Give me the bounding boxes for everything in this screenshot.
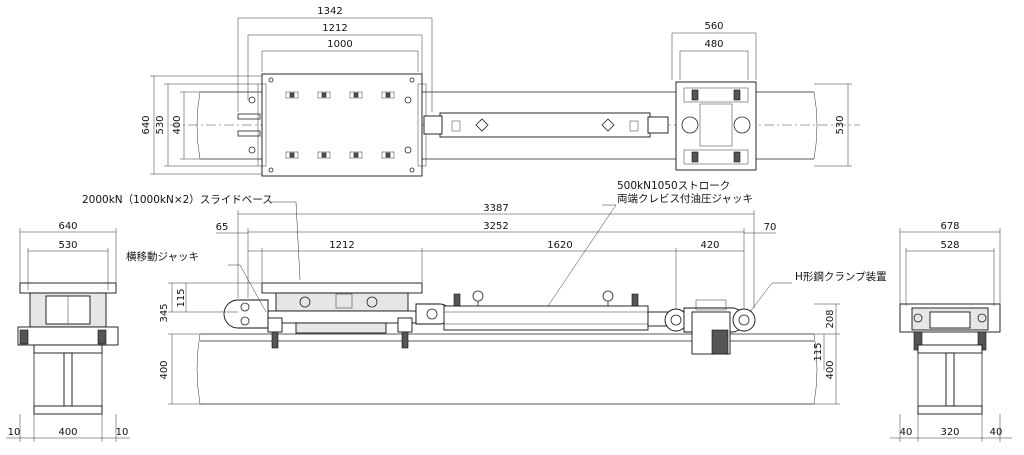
dim-1000: 1000 [327,39,352,50]
dim-65: 65 [216,222,229,233]
dim-left-640: 640 [58,221,77,232]
dim-side-1212: 1212 [329,240,354,251]
dim-208: 208 [825,309,836,328]
dim-left-10a: 10 [8,427,21,438]
dim-1212: 1212 [322,23,347,34]
dim-right-40a: 40 [900,427,913,438]
dim-left-530: 530 [58,240,77,251]
dim-left-10b: 10 [116,427,129,438]
dim-480: 480 [704,39,723,50]
label-jack-line2: 両端クレビス付油圧ジャッキ [617,192,753,205]
dim-right-40b: 40 [990,427,1003,438]
dim-1342: 1342 [317,6,342,17]
dim-3387: 3387 [483,203,508,214]
plan-clamp [675,81,757,171]
dim-345: 345 [159,303,170,322]
left-end-view: 640 530 10 400 10 [6,221,130,442]
dim-400: 400 [172,115,183,134]
dim-530: 530 [155,115,166,134]
elevation-view: 3387 3252 65 1212 1620 420 70 115 345 40… [82,180,887,405]
slide-base-top [261,282,423,294]
dim-530-right: 530 [835,115,846,134]
dim-70: 70 [764,222,777,233]
dim-400-left: 400 [159,360,170,379]
dim-420: 420 [700,240,719,251]
plan-cylinder [439,112,651,138]
dim-3252: 3252 [483,221,508,232]
hydraulic-jack-body [443,305,649,331]
dim-right-678: 678 [940,221,959,232]
dim-115-left: 115 [176,288,187,307]
label-slide-base: 2000kN（1000kN×2）スライドベース [82,194,273,206]
slide-base-plate [261,73,423,177]
right-end-view: 678 528 40 320 40 [890,221,1012,442]
dim-115-right: 115 [813,342,824,361]
plan-view: 1342 1212 1000 560 480 640 530 400 530 [141,6,860,177]
dim-left-400: 400 [58,427,77,438]
label-lateral-jack: 横移動ジャッキ [126,250,199,263]
label-jack-line1: 500kN1050ストローク [617,180,730,192]
dim-right-528: 528 [940,240,959,251]
dim-640: 640 [141,115,152,134]
dim-1620: 1620 [547,240,572,251]
dim-400-right: 400 [825,360,836,379]
dim-right-320: 320 [940,427,959,438]
dim-560: 560 [704,21,723,32]
label-clamp: H形鋼クランプ装置 [795,270,887,283]
